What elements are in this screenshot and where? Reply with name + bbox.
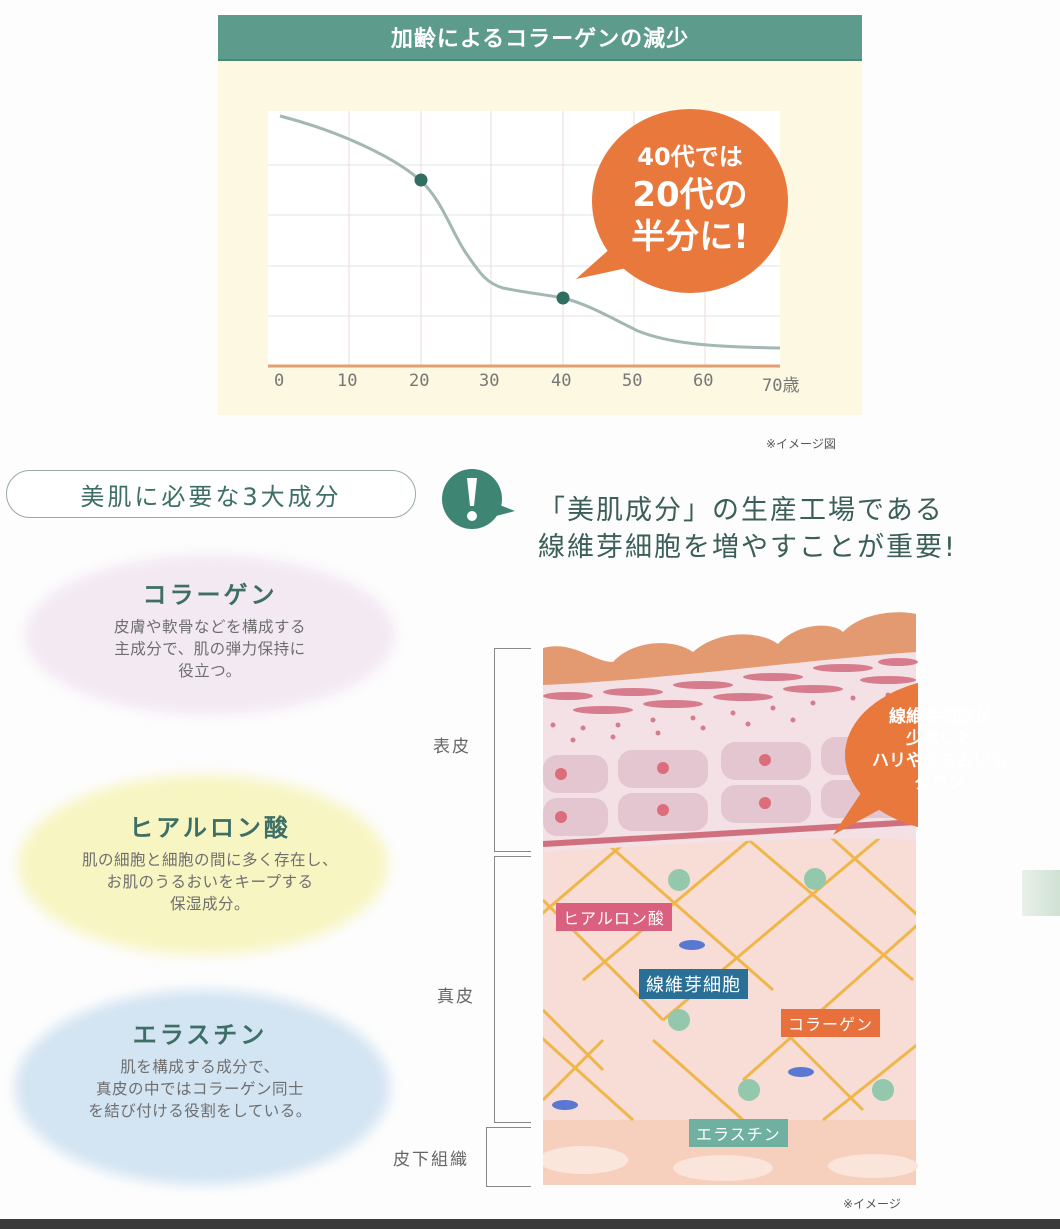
diagram-callout-bubble xyxy=(833,682,918,835)
basement-membrane xyxy=(543,819,917,847)
desc-line: 肌の細胞と細胞の間に多く存在し、 xyxy=(81,851,338,869)
chart-callout-bubble xyxy=(576,109,788,293)
headline-line1: 「美肌成分」の生産工場である xyxy=(538,495,944,526)
elastin-blob xyxy=(15,990,390,1185)
ingredients-pill-heading: 美肌に必要な3大成分 xyxy=(6,470,416,518)
ingredient-title: エラスチン xyxy=(132,1021,268,1049)
collagen-curve xyxy=(279,114,781,350)
callout-line: 少ないと xyxy=(906,729,974,749)
layer-label-epidermis: 表皮 xyxy=(433,737,471,757)
headline-line2: 線維芽細胞を増やすことが重要! xyxy=(538,532,957,563)
ingredient-desc: 肌を構成する成分で、 真皮の中ではコラーゲン同士 を結び付ける役割をしている。 xyxy=(0,1056,400,1122)
flattened-cells xyxy=(543,658,918,714)
bracket-epidermis xyxy=(494,648,531,852)
bracket-dermis xyxy=(494,856,531,1123)
layer-label-dermis: 真皮 xyxy=(437,987,475,1007)
ingredient-desc: 肌の細胞と細胞の間に多く存在し、 お肌のうるおいをキープする 保湿成分。 xyxy=(0,849,420,915)
data-point-age-40 xyxy=(556,291,570,305)
data-point-age-20 xyxy=(414,173,428,187)
collagen-line-chart xyxy=(268,109,788,368)
tag-collagen: コラーゲン xyxy=(781,1009,881,1037)
chart-footnote: ※イメージ図 xyxy=(766,437,836,451)
chart-callout-line3: 半分に! xyxy=(631,217,749,257)
desc-line: 皮膚や軟骨などを構成する xyxy=(113,618,306,636)
ingredient-elastin: エラスチン 肌を構成する成分で、 真皮の中ではコラーゲン同士 を結び付ける役割を… xyxy=(0,1015,400,1122)
desc-line: お肌のうるおいをキープする xyxy=(106,873,314,891)
granular-dots xyxy=(550,692,891,743)
x-tick-70: 70歳 xyxy=(762,376,800,396)
fibroblast-cells xyxy=(552,940,814,1110)
ingredient-collagen: コラーゲン 皮膚や軟骨などを構成する 主成分で、肌の弾力保持に 役立つ。 xyxy=(0,575,420,682)
bracket-subcutis xyxy=(486,1127,531,1187)
x-tick-0: 0 xyxy=(274,371,285,391)
page-edge-tab xyxy=(1022,870,1060,916)
hyaluronic-blob xyxy=(18,775,388,955)
x-tick-30: 30 xyxy=(479,371,500,391)
ingredient-desc: 皮膚や軟骨などを構成する 主成分で、肌の弾力保持に 役立つ。 xyxy=(0,616,420,682)
collagen-blob xyxy=(25,555,395,715)
desc-line: 真皮の中ではコラーゲン同士 xyxy=(95,1080,304,1098)
x-tick-20: 20 xyxy=(409,371,430,391)
desc-line: 肌を構成する成分で、 xyxy=(120,1058,280,1076)
x-tick-60: 60 xyxy=(693,371,714,391)
chart-callout-line1: 40代では xyxy=(637,143,743,171)
headline: 「美肌成分」の生産工場である 線維芽細胞を増やすことが重要! xyxy=(538,492,957,566)
layer-label-subcutis: 皮下組織 xyxy=(393,1150,469,1170)
tag-hyaluronic-acid: ヒアルロン酸 xyxy=(556,903,672,931)
x-tick-40: 40 xyxy=(551,371,572,391)
desc-line: を結び付ける役割をしている。 xyxy=(88,1102,312,1120)
exclamation-bubble-icon xyxy=(442,469,515,529)
tag-elastin: エラスチン xyxy=(689,1119,788,1147)
desc-line: 保湿成分。 xyxy=(169,895,250,913)
callout-line: ダウン xyxy=(914,773,966,793)
desc-line: 役立つ。 xyxy=(178,662,242,680)
chart-title: 加齢によるコラーゲンの減少 xyxy=(218,15,862,61)
bottom-bar xyxy=(0,1219,1060,1229)
ingredient-title: コラーゲン xyxy=(142,581,278,609)
cell-nuclei xyxy=(555,754,771,823)
chart-callout-line2: 20代の xyxy=(632,175,748,215)
collagen-fibers xyxy=(543,830,916,1122)
elastin-nodes xyxy=(668,868,894,1101)
stratum-corneum xyxy=(543,612,916,685)
ingredient-title: ヒアルロン酸 xyxy=(129,814,291,842)
skin-cross-section-illustration xyxy=(543,612,918,1185)
x-tick-10: 10 xyxy=(337,371,358,391)
ingredient-hyaluronic-acid: ヒアルロン酸 肌の細胞と細胞の間に多く存在し、 お肌のうるおいをキープする 保湿… xyxy=(0,808,420,915)
diagram-callout-text: 線維芽細胞が 少ないと ハリやうるおいも ダウン xyxy=(840,706,1040,794)
diagram-footnote: ※イメージ xyxy=(843,1197,901,1211)
callout-line: ハリやうるおいも xyxy=(872,751,1008,771)
tag-fibroblast: 線維芽細胞 xyxy=(639,969,748,999)
desc-line: 主成分で、肌の弾力保持に xyxy=(114,640,306,658)
callout-line: 線維芽細胞が xyxy=(889,707,991,727)
x-tick-50: 50 xyxy=(622,371,643,391)
